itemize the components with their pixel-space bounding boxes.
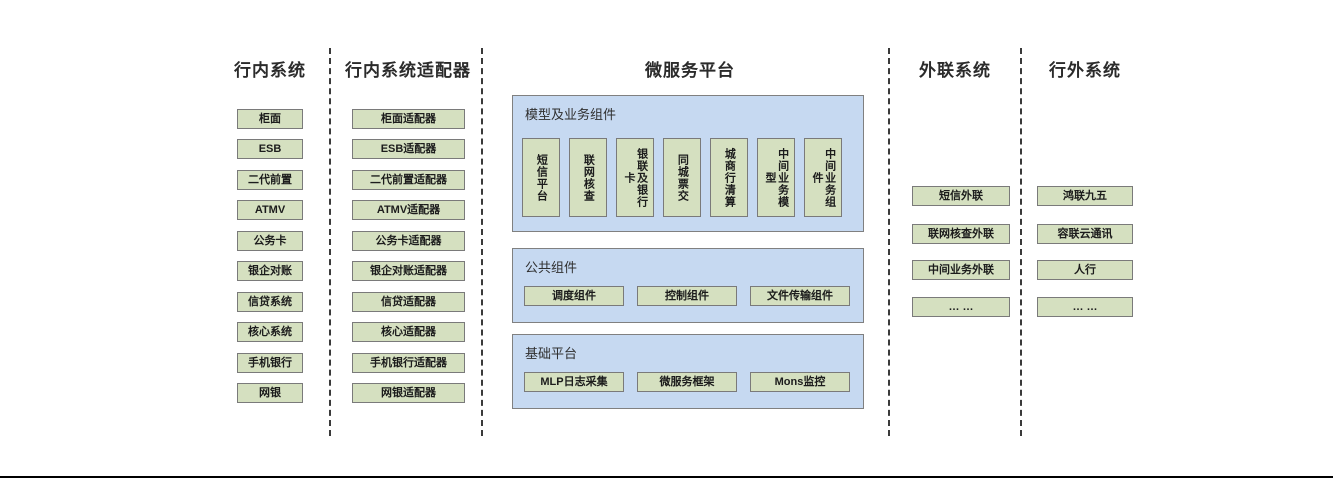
list-item[interactable]: 调度组件 (524, 286, 624, 306)
column-title-off-bank-systems: 行外系统 (1049, 61, 1121, 80)
list-item[interactable]: 信贷系统 (237, 292, 303, 312)
bottom-divider (0, 476, 1333, 478)
column-title-in-bank-adapters: 行内系统适配器 (345, 61, 471, 80)
list-item[interactable]: 银企对账适配器 (352, 261, 465, 281)
list-item[interactable]: 短信外联 (912, 186, 1010, 206)
list-item[interactable]: 网银适配器 (352, 383, 465, 403)
list-item[interactable]: 柜面适配器 (352, 109, 465, 129)
list-item[interactable]: ESB适配器 (352, 139, 465, 159)
list-item[interactable]: ATMV适配器 (352, 200, 465, 220)
list-item[interactable]: 微服务框架 (637, 372, 737, 392)
list-item[interactable]: 中间业务组件 (804, 138, 842, 217)
column-title-microservice-platform: 微服务平台 (645, 61, 735, 80)
list-item[interactable]: 容联云通讯 (1037, 224, 1133, 244)
group-label: 公共组件 (525, 260, 578, 275)
group-label: 基础平台 (525, 346, 578, 361)
column-divider-1 (329, 48, 331, 436)
list-item[interactable]: 手机银行 (237, 353, 303, 373)
list-item[interactable]: 控制组件 (637, 286, 737, 306)
list-item[interactable]: 信贷适配器 (352, 292, 465, 312)
column-title-in-bank-systems: 行内系统 (234, 61, 306, 80)
column-divider-3 (888, 48, 890, 436)
list-item[interactable]: 公务卡适配器 (352, 231, 465, 251)
list-item[interactable]: 文件传输组件 (750, 286, 850, 306)
list-item[interactable]: 联网核查外联 (912, 224, 1010, 244)
list-item[interactable]: 核心适配器 (352, 322, 465, 342)
list-item[interactable]: 鸿联九五 (1037, 186, 1133, 206)
list-item[interactable]: 中间业务模型 (757, 138, 795, 217)
group-label: 模型及业务组件 (525, 107, 617, 122)
list-item[interactable]: ATMV (237, 200, 303, 220)
group-base-platform: 基础平台 (512, 334, 864, 409)
list-item[interactable]: … … (912, 297, 1010, 317)
list-item[interactable]: 二代前置 (237, 170, 303, 190)
list-item[interactable]: Mons监控 (750, 372, 850, 392)
list-item[interactable]: 柜面 (237, 109, 303, 129)
list-item[interactable]: 人行 (1037, 260, 1133, 280)
list-item[interactable]: MLP日志采集 (524, 372, 624, 392)
list-item[interactable]: 二代前置适配器 (352, 170, 465, 190)
list-item[interactable]: 银联及银行卡 (616, 138, 654, 217)
group-public-components: 公共组件 (512, 248, 864, 323)
list-item[interactable]: 中间业务外联 (912, 260, 1010, 280)
list-item[interactable]: 核心系统 (237, 322, 303, 342)
list-item[interactable]: 联网核查 (569, 138, 607, 217)
list-item[interactable]: … … (1037, 297, 1133, 317)
list-item[interactable]: 银企对账 (237, 261, 303, 281)
list-item[interactable]: 网银 (237, 383, 303, 403)
list-item[interactable]: 城商行清算 (710, 138, 748, 217)
list-item[interactable]: ESB (237, 139, 303, 159)
list-item[interactable]: 手机银行适配器 (352, 353, 465, 373)
list-item[interactable]: 短信平台 (522, 138, 560, 217)
list-item[interactable]: 同城票交 (663, 138, 701, 217)
column-divider-2 (481, 48, 483, 436)
column-title-external-link-systems: 外联系统 (919, 61, 991, 80)
list-item[interactable]: 公务卡 (237, 231, 303, 251)
column-divider-4 (1020, 48, 1022, 436)
